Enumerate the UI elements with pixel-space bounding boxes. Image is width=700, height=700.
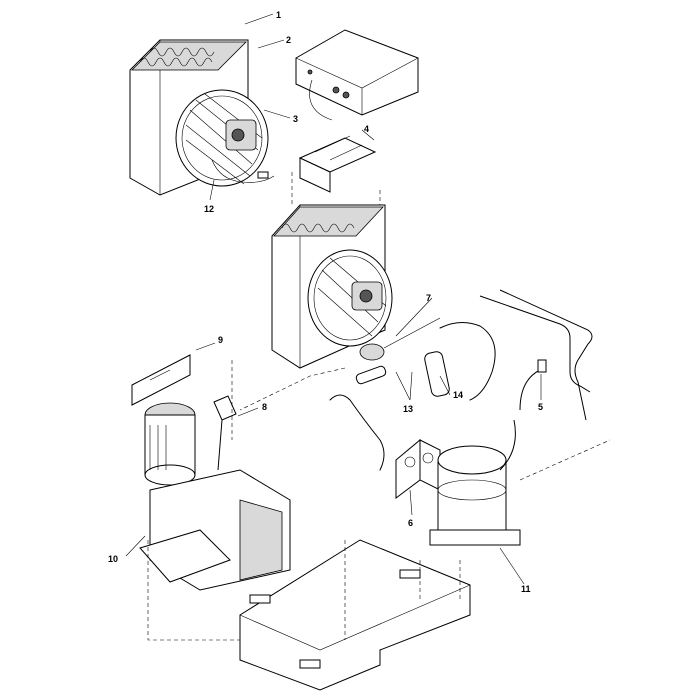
callout-4: 4 xyxy=(364,124,369,134)
callout-5: 5 xyxy=(538,402,543,412)
upper-condenser-assembly xyxy=(129,39,275,196)
control-box xyxy=(295,29,419,121)
callout-12: 12 xyxy=(204,204,214,214)
callout-8: 8 xyxy=(262,402,267,412)
tube-clamps xyxy=(395,438,441,499)
service-lines xyxy=(479,289,593,421)
callout-13: 13 xyxy=(403,404,413,414)
compressor xyxy=(429,419,521,546)
assembly-guide-lines xyxy=(147,172,611,641)
callout-10: 10 xyxy=(108,554,118,564)
callout-11: 11 xyxy=(521,584,531,594)
leader-lines xyxy=(125,13,542,585)
callout-6: 6 xyxy=(408,518,413,528)
callout-labels: 1 2 3 4 5 6 7 8 9 10 11 12 13 14 xyxy=(108,10,543,594)
callout-3: 3 xyxy=(293,114,298,124)
motor-pump-assembly xyxy=(131,354,291,591)
callout-2: 2 xyxy=(286,35,291,45)
lower-condenser-assembly xyxy=(271,204,393,369)
callout-14: 14 xyxy=(453,390,463,400)
callout-7: 7 xyxy=(426,293,431,303)
refrigerant-tubing xyxy=(329,317,496,471)
base-plate xyxy=(239,539,471,691)
callout-9: 9 xyxy=(218,335,223,345)
callout-1: 1 xyxy=(276,10,281,20)
bracket xyxy=(298,135,377,193)
